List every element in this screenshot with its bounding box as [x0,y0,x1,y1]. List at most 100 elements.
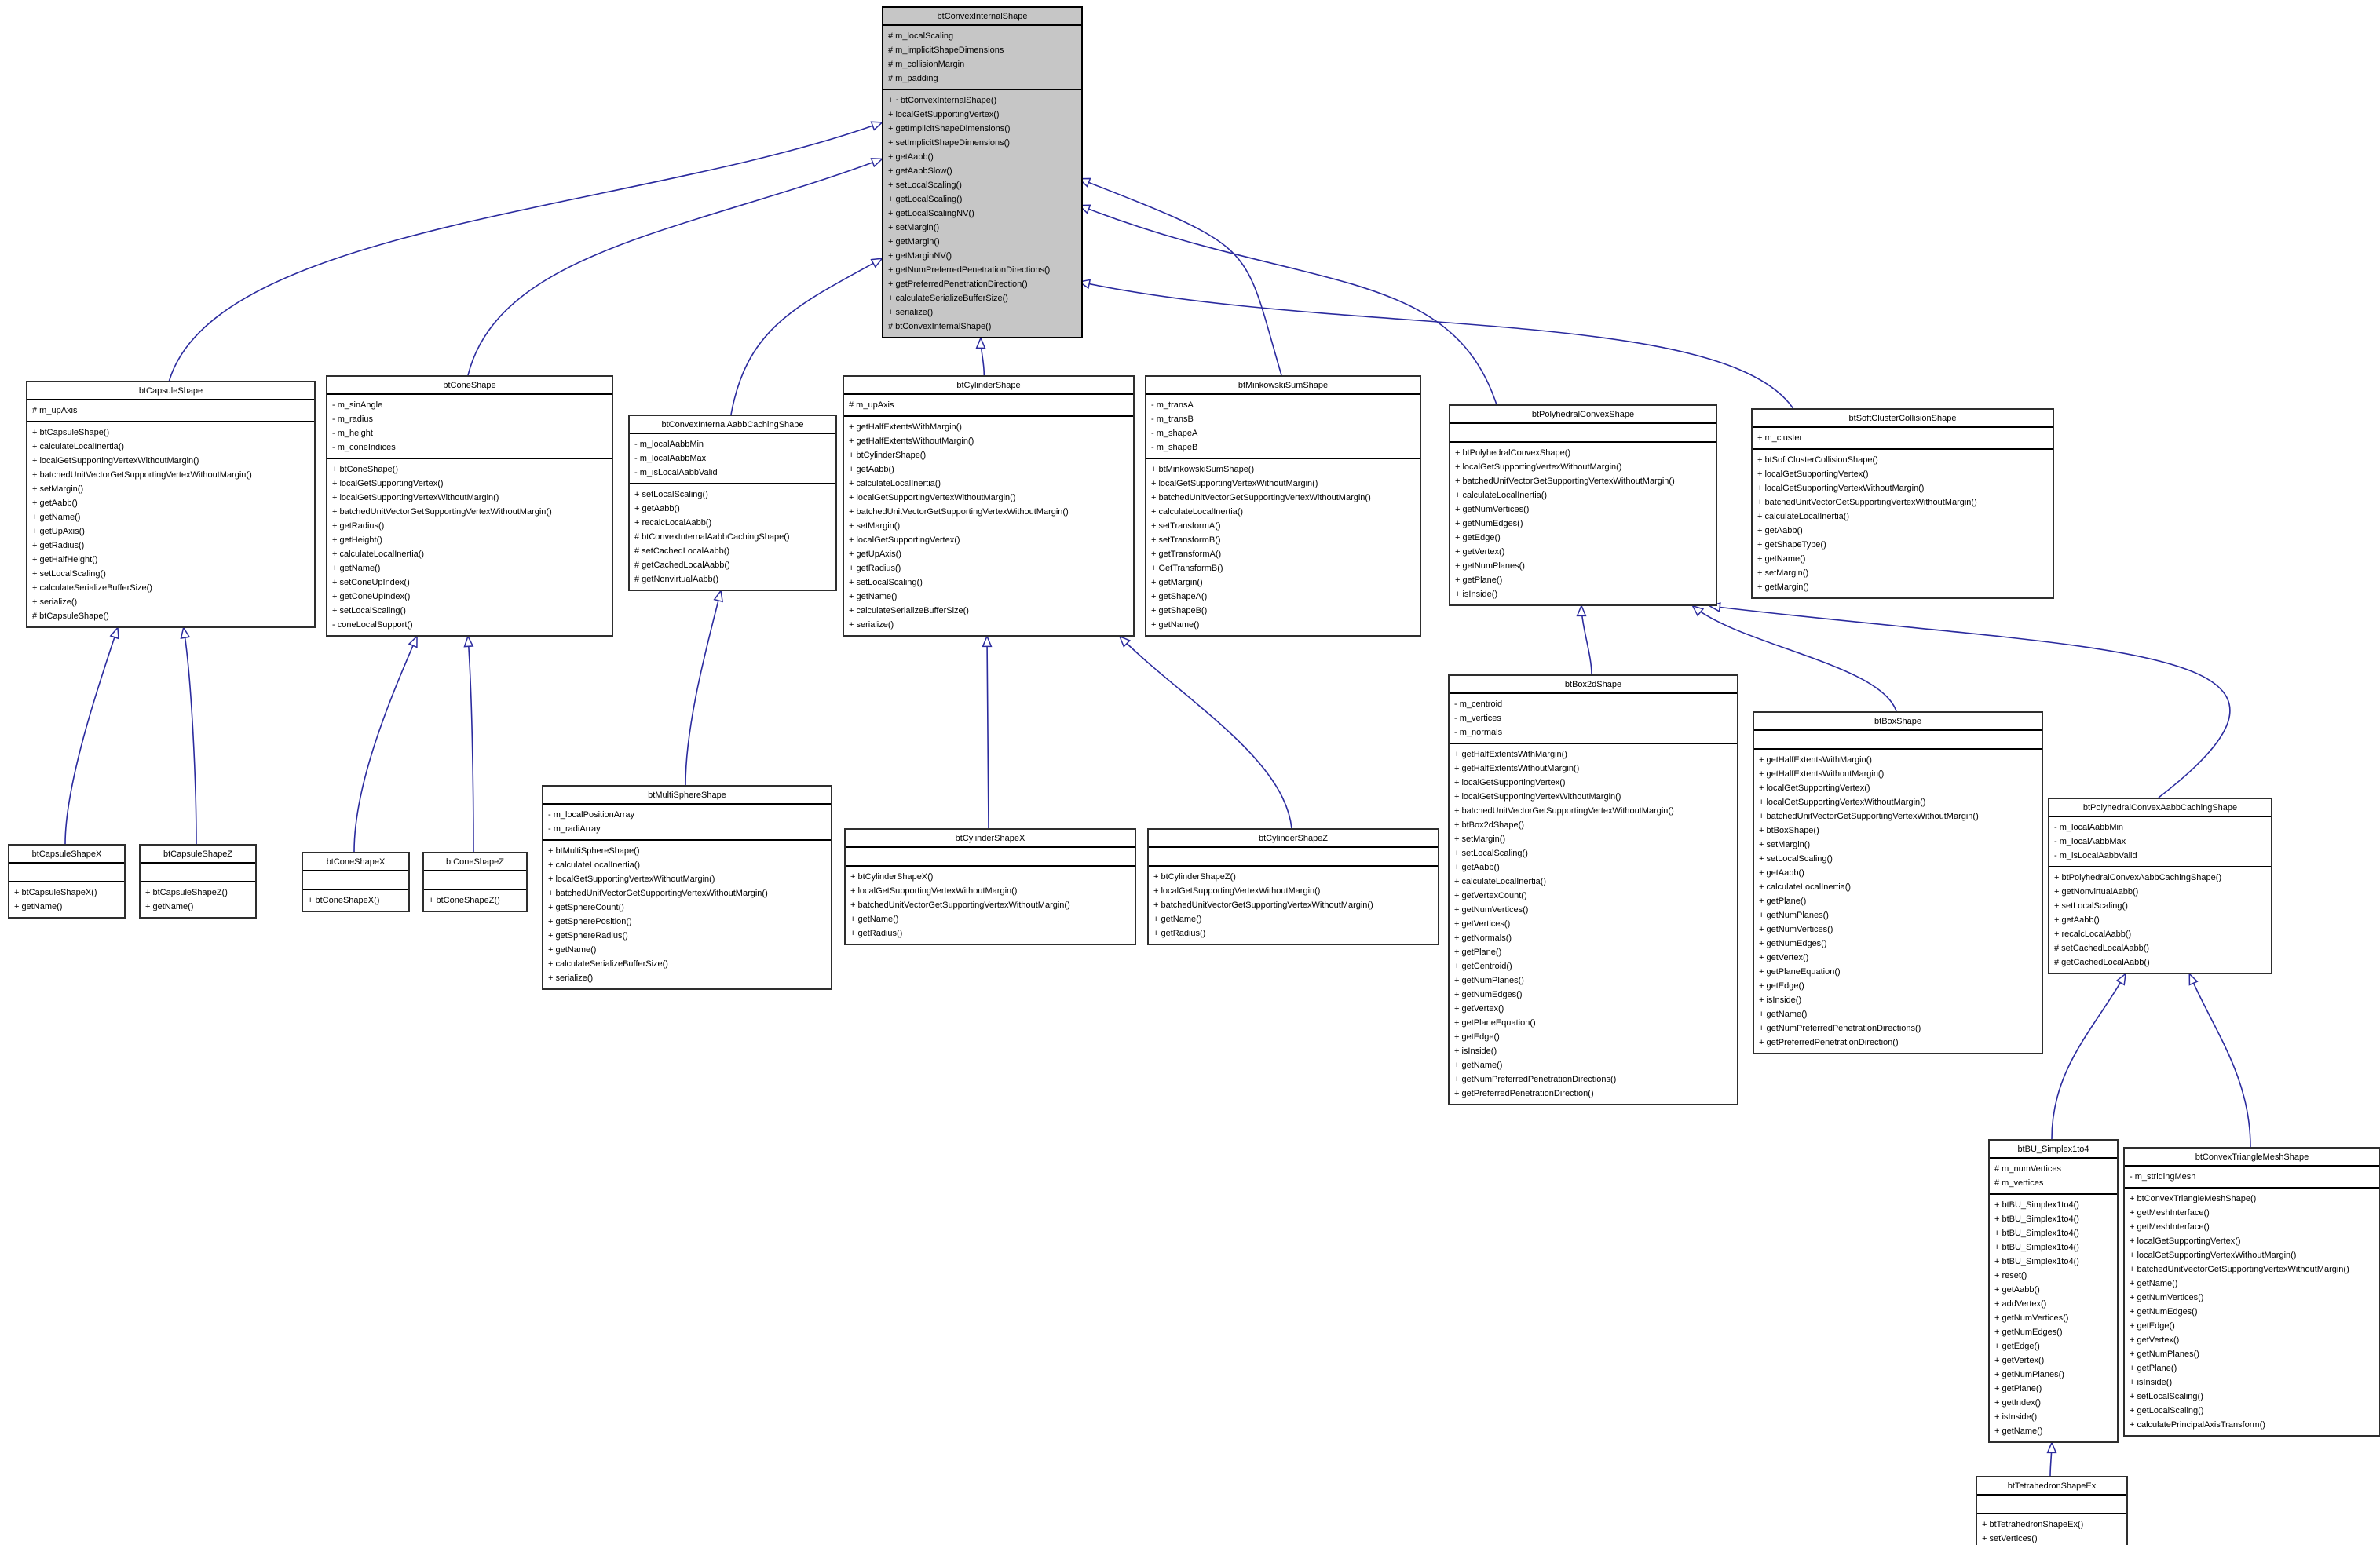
method: + setLocalScaling() [2130,1392,2203,1401]
method: + localGetSupportingVertexWithoutMargin(… [1151,479,1318,488]
inherits-btConeShape-from-btConvexInternalShape [467,159,882,376]
method: + getNumPlanes() [1455,561,1525,571]
btCapsuleShapeX-methods: + btCapsuleShapeX()+ getName() [9,882,124,917]
attribute: - m_isLocalAabbValid [634,468,718,477]
method: + setTransformA() [1151,521,1221,531]
method: + calculateLocalInertia() [1151,507,1244,517]
method: + localGetSupportingVertexWithoutMargin(… [332,493,499,502]
class-box-btCylinderShapeX[interactable]: btCylinderShapeX+ btCylinderShapeX()+ lo… [844,828,1136,945]
method: + localGetSupportingVertex() [2130,1236,2241,1246]
method: + getPlane() [1454,948,1502,957]
inherits-btCylinderShapeZ-from-btCylinderShape [1120,637,1292,829]
method: + calculateLocalInertia() [1454,877,1547,886]
attribute: - m_isLocalAabbValid [2054,851,2137,860]
inherits-btBU_Simplex1to4-from-btPolyhedralConvexAabbCachingShape [2051,974,2126,1140]
btConvexInternalAabbCachingShape-methods: + setLocalScaling()+ getAabb()+ recalcLo… [630,484,835,590]
method: + localGetSupportingVertex() [1454,778,1566,787]
class-box-btCylinderShapeZ[interactable]: btCylinderShapeZ+ btCylinderShapeZ()+ lo… [1147,828,1439,945]
method: # btConvexInternalShape() [888,322,992,331]
method: # setCachedLocalAabb() [2054,944,2150,953]
class-box-btMultiSphereShape[interactable]: btMultiSphereShape- m_localPositionArray… [542,785,832,990]
class-box-btConeShapeZ[interactable]: btConeShapeZ+ btConeShapeZ() [422,852,528,912]
class-box-btPolyhedralConvexShape[interactable]: btPolyhedralConvexShape+ btPolyhedralCon… [1449,404,1717,606]
method: # getNonvirtualAabb() [634,575,719,584]
inherits-btPolyhedralConvexAabbCachingShape-from-btPolyhedralConvexShape [1710,606,2231,798]
method: + getName() [1757,554,1806,564]
class-box-btCapsuleShape[interactable]: btCapsuleShape# m_upAxis+ btCapsuleShape… [26,381,316,628]
method: + calculateLocalInertia() [1455,491,1548,500]
method: + getName() [1454,1061,1503,1070]
attribute: - m_radius [332,415,373,424]
btConeShapeX-methods: + btConeShapeX() [303,890,408,911]
class-box-btConvexInternalAabbCachingShape[interactable]: btConvexInternalAabbCachingShape- m_loca… [628,415,837,591]
btBoxShape-methods: + getHalfExtentsWithMargin()+ getHalfExt… [1754,750,2042,1053]
method: + localGetSupportingVertex() [1757,469,1869,479]
method: + getRadius() [849,564,901,573]
method: + localGetSupportingVertexWithoutMargin(… [849,493,1016,502]
method: + getNumVertices() [1759,925,1833,934]
class-box-btMinkowskiSumShape[interactable]: btMinkowskiSumShape- m_transA- m_transB-… [1145,375,1421,637]
method: + setImplicitShapeDimensions() [888,138,1010,148]
method: + btCapsuleShape() [32,428,110,437]
method: + localGetSupportingVertex() [332,479,444,488]
class-box-btConvexInternalShape[interactable]: btConvexInternalShape# m_localScaling# m… [882,6,1083,338]
method: + getUpAxis() [849,550,901,559]
method: + getPlaneEquation() [1454,1018,1536,1028]
method: + getVertices() [1454,919,1511,929]
method: + getName() [1153,915,1202,924]
class-title: btConeShapeX [303,853,408,871]
inherits-btBoxShape-from-btPolyhedralConvexShape [1693,606,1897,712]
method: + setLocalScaling() [2054,901,2128,911]
method: + getIndex() [1994,1398,2042,1408]
attribute: # m_upAxis [849,400,894,410]
class-title: btCapsuleShapeX [9,846,124,864]
method: + getEdge() [1994,1342,2040,1351]
method: + getNumVertices() [2130,1293,2204,1302]
method: + btConvexTriangleMeshShape() [2130,1194,2257,1203]
btConvexInternalShape-attributes: # m_localScaling# m_implicitShapeDimensi… [883,26,1081,90]
btCylinderShapeZ-attributes [1149,848,1438,867]
method: + getName() [32,513,81,522]
btMultiSphereShape-attributes: - m_localPositionArray- m_radiArray [543,805,831,841]
class-box-btPolyhedralConvexAabbCachingShape[interactable]: btPolyhedralConvexAabbCachingShape- m_lo… [2048,798,2272,974]
method: + getEdge() [1759,981,1804,991]
method: + serialize() [548,973,594,983]
method: + batchedUnitVectorGetSupportingVertexWi… [332,507,552,517]
method: + getNumPlanes() [1454,976,1524,985]
btCapsuleShape-methods: + btCapsuleShape()+ calculateLocalInerti… [27,422,314,626]
method: + getMarginNV() [888,251,952,261]
class-box-btConvexTriangleMeshShape[interactable]: btConvexTriangleMeshShape- m_stridingMes… [2123,1147,2380,1437]
class-box-btBU_Simplex1to4[interactable]: btBU_Simplex1to4# m_numVertices# m_verti… [1988,1139,2119,1443]
method: + getRadius() [1153,929,1206,938]
method: + btMultiSphereShape() [548,846,640,856]
class-box-btConeShape[interactable]: btConeShape- m_sinAngle- m_radius- m_hei… [326,375,613,637]
class-box-btCylinderShape[interactable]: btCylinderShape# m_upAxis+ getHalfExtent… [843,375,1135,637]
method: + btCylinderShapeZ() [1153,872,1236,882]
method: + setTransformB() [1151,535,1221,545]
method: + getHalfExtentsWithMargin() [1454,750,1567,759]
method: + batchedUnitVectorGetSupportingVertexWi… [850,900,1070,910]
class-title: btCapsuleShapeZ [141,846,255,864]
method: + getHalfExtentsWithoutMargin() [849,436,974,446]
method: + getName() [1994,1426,2043,1436]
class-box-btCapsuleShapeZ[interactable]: btCapsuleShapeZ+ btCapsuleShapeZ()+ getN… [139,844,257,919]
method: + getNumPlanes() [2130,1350,2199,1359]
class-box-btSoftClusterCollisionShape[interactable]: btSoftClusterCollisionShape+ m_cluster+ … [1751,408,2054,599]
method: + getName() [1151,620,1200,630]
class-box-btConeShapeX[interactable]: btConeShapeX + btConeShapeX() [302,852,410,912]
inherits-btCylinderShape-from-btConvexInternalShape [981,338,984,376]
method: + btPolyhedralConvexShape() [1455,448,1571,458]
class-title: btConeShape [327,377,612,395]
method: + getAabbSlow() [888,166,952,176]
method: + getShapeA() [1151,592,1208,601]
class-box-btTetrahedronShapeEx[interactable]: btTetrahedronShapeEx+ btTetrahedronShape… [1976,1476,2128,1545]
class-box-btBoxShape[interactable]: btBoxShape+ getHalfExtentsWithMargin()+ … [1753,711,2043,1054]
method: + localGetSupportingVertexWithoutMargin(… [1455,462,1622,472]
method: + btBoxShape() [1759,826,1819,835]
class-box-btBox2dShape[interactable]: btBox2dShape- m_centroid- m_vertices- m_… [1448,674,1738,1105]
class-title: btConvexInternalAabbCachingShape [630,416,835,434]
method: + getAabb() [1757,526,1803,535]
method: + getAabb() [849,465,894,474]
class-title: btTetrahedronShapeEx [1977,1477,2126,1496]
class-box-btCapsuleShapeX[interactable]: btCapsuleShapeX + btCapsuleShapeX()+ getN… [8,844,126,919]
